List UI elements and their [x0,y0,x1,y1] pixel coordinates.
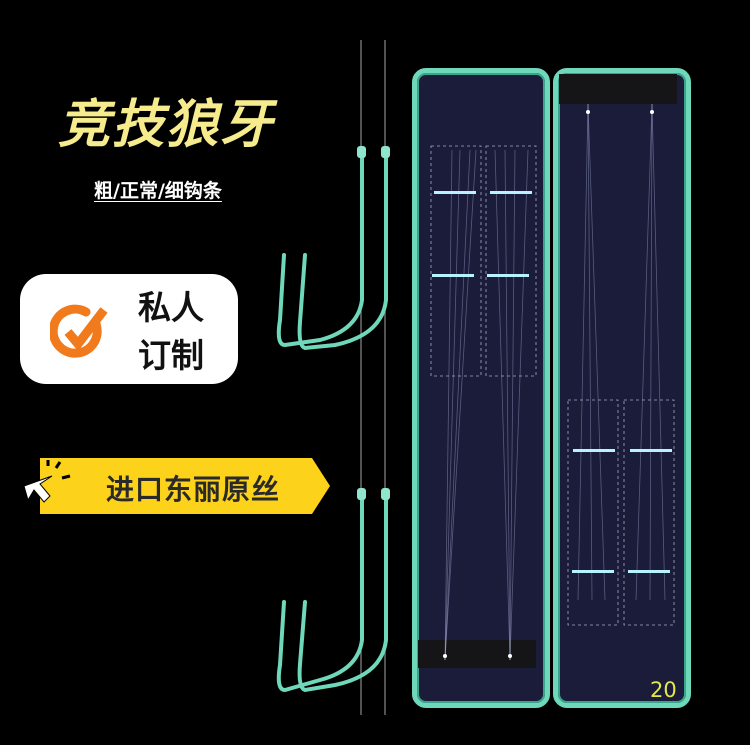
custom-badge: 私人 订制 [20,274,238,384]
hook-case-right [553,68,691,708]
product-title: 竞技狼牙 [58,95,275,155]
product-subtitle: 粗/正常/细钩条 [94,180,222,202]
cursor-click-icon [23,460,71,503]
banner-label: 进口东丽原丝 [106,473,281,506]
badge-line-1: 私人 [138,288,204,327]
check-circle-icon [50,304,108,358]
badge-line-2: 订制 [138,336,204,375]
banner-shape [40,458,330,514]
feature-banner: 进口东丽原丝 [40,458,330,514]
page-number: 20 [650,678,677,702]
